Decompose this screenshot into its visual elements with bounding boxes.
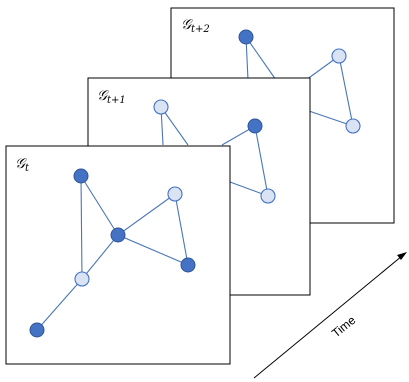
edge: [338, 55, 354, 127]
edge: [245, 36, 277, 81]
graph-node-dark: [180, 257, 196, 273]
edge: [117, 234, 189, 266]
edge: [117, 193, 176, 236]
edge: [36, 278, 83, 331]
frame-label: 𝒢t: [15, 156, 30, 174]
edge: [254, 125, 269, 197]
graph-node-light: [167, 186, 183, 202]
frame-border: [5, 145, 231, 365]
edge: [174, 193, 189, 266]
graph-node-dark: [110, 227, 126, 243]
graph-node-light: [331, 48, 347, 64]
graph-node-dark: [238, 29, 254, 45]
graph-node-dark: [29, 322, 45, 338]
frame-label: 𝒢t+2: [181, 17, 210, 35]
edges: [36, 175, 189, 331]
edge: [81, 234, 119, 280]
graph-node-light: [153, 99, 169, 115]
time-axis-label: Time: [329, 313, 358, 341]
edge: [160, 106, 189, 146]
graph-node-dark: [73, 168, 89, 184]
edge: [80, 175, 83, 280]
graph-node-light: [345, 118, 361, 134]
frame-label: 𝒢t+1: [97, 88, 126, 106]
edge: [305, 109, 354, 127]
graph-node-light: [74, 271, 90, 287]
graph-node-dark: [247, 118, 263, 134]
time-arrowhead-icon: [397, 252, 407, 260]
graph-frame-t: 𝒢t: [5, 145, 231, 365]
graph-node-light: [260, 188, 276, 204]
time-arrow-line: [253, 255, 403, 379]
edge: [80, 175, 119, 236]
